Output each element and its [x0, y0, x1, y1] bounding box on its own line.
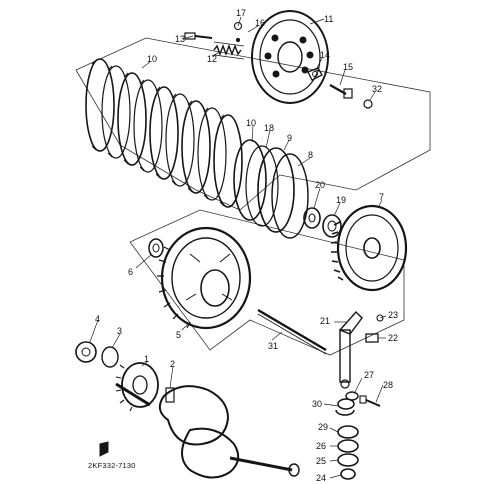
clutch-housing	[330, 204, 408, 292]
lock-washer	[322, 214, 342, 238]
label-30: 30	[312, 399, 322, 409]
label-27: 27	[364, 370, 374, 380]
label-6: 6	[128, 267, 133, 277]
clutch-boss	[157, 226, 252, 330]
label-32: 32	[372, 84, 382, 94]
washer-small	[233, 21, 243, 43]
label-7: 7	[379, 192, 384, 202]
clutch-plate-rear-stack	[233, 139, 309, 239]
label-28: 28	[383, 380, 393, 390]
label-19: 19	[336, 195, 346, 205]
front-arrow-icon	[99, 441, 109, 457]
label-29: 29	[318, 422, 328, 432]
torsion-spring	[335, 398, 355, 416]
label-9: 9	[287, 133, 292, 143]
label-21: 21	[320, 316, 330, 326]
label-14: 14	[320, 50, 330, 60]
label-10-front: 10	[147, 54, 157, 64]
label-12: 12	[207, 54, 217, 64]
label-31: 31	[268, 341, 278, 351]
clutch-nut	[303, 207, 321, 229]
label-23: 23	[388, 310, 398, 320]
label-10-rear: 10	[246, 118, 256, 128]
label-2: 2	[170, 359, 175, 369]
friction-plate-stack	[85, 58, 243, 208]
label-3: 3	[117, 326, 122, 336]
upper-assembly-bracket	[75, 37, 431, 211]
label-20: 20	[315, 180, 325, 190]
leader-lines	[89, 16, 387, 479]
label-16: 16	[255, 18, 265, 28]
drive-gear-nut	[75, 341, 97, 363]
drain-screw	[359, 395, 381, 407]
label-13: 13	[175, 34, 185, 44]
label-8: 8	[308, 150, 313, 160]
ball	[363, 99, 373, 109]
locknut	[307, 67, 323, 81]
label-24: 24	[316, 473, 326, 483]
part-number-labels: 1 2 3 4 5 6 7 8 9 10 10 11 12 13 14 15 1…	[95, 8, 398, 483]
lock-washer-drive	[101, 346, 119, 368]
push-rod-bolt	[329, 84, 353, 99]
label-22: 22	[388, 333, 398, 343]
label-11: 11	[324, 14, 333, 24]
label-26: 26	[316, 441, 326, 451]
lower-assembly-bracket	[129, 209, 405, 356]
label-1: 1	[144, 354, 149, 364]
clutch-spring	[213, 41, 245, 60]
label-15: 15	[343, 62, 353, 72]
part-code: 2KF332-7130	[88, 461, 136, 470]
pressure-plate	[251, 10, 329, 104]
crankshaft	[115, 382, 300, 479]
push-lever-shaft	[338, 310, 363, 389]
primary-drive-gear	[115, 362, 159, 412]
thrust-washer	[148, 238, 164, 258]
bearing-stack	[337, 425, 359, 480]
label-25: 25	[316, 456, 326, 466]
label-4: 4	[95, 314, 100, 324]
label-5: 5	[176, 330, 181, 340]
push-rod	[257, 308, 327, 355]
label-17: 17	[236, 8, 246, 18]
label-18: 18	[264, 123, 274, 133]
spring-bolt	[184, 32, 213, 40]
